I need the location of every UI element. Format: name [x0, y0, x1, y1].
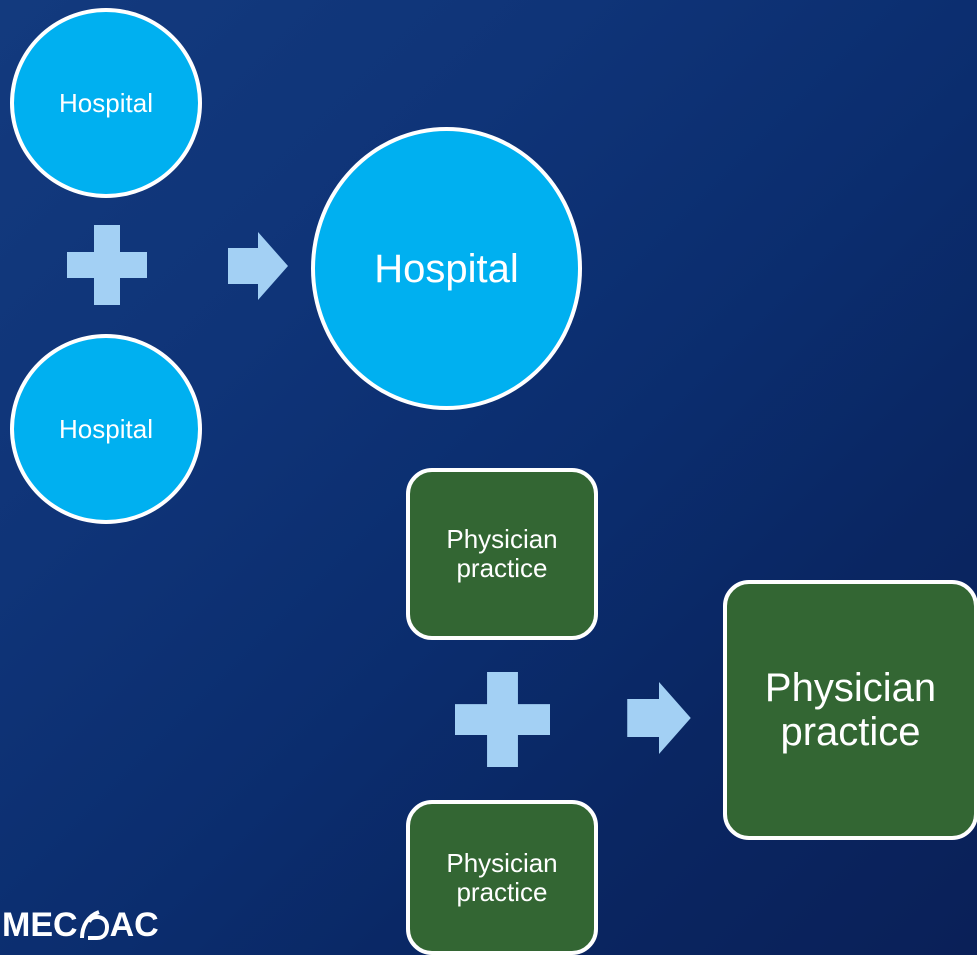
physician-practice-box-top: Physician practice — [406, 468, 598, 640]
physician-practice-box-result: Physician practice — [723, 580, 977, 840]
hospital-circle-result: Hospital — [311, 127, 582, 410]
logo-mark-icon — [79, 910, 109, 940]
hospital-circle-bottom: Hospital — [10, 334, 202, 524]
physician-practice-label-bottom: Physician practice — [446, 847, 558, 907]
hospital-circle-top: Hospital — [10, 8, 202, 198]
hospital-label-result: Hospital — [374, 246, 519, 291]
plus-icon — [455, 672, 550, 767]
medpac-logo: MEC AC — [2, 908, 159, 942]
hospital-label-top: Hospital — [59, 87, 153, 118]
logo-text-left: MEC — [2, 906, 78, 944]
hospital-label-bottom: Hospital — [59, 413, 153, 444]
physician-practice-label-top: Physician practice — [446, 524, 558, 583]
arrow-right-icon — [228, 232, 288, 300]
physician-practice-label-result: Physician practice — [764, 666, 937, 754]
logo-text-right: AC — [109, 906, 159, 944]
arrow-right-icon — [627, 682, 691, 754]
plus-icon — [67, 225, 147, 305]
physician-practice-box-bottom: Physician practice — [406, 800, 598, 955]
